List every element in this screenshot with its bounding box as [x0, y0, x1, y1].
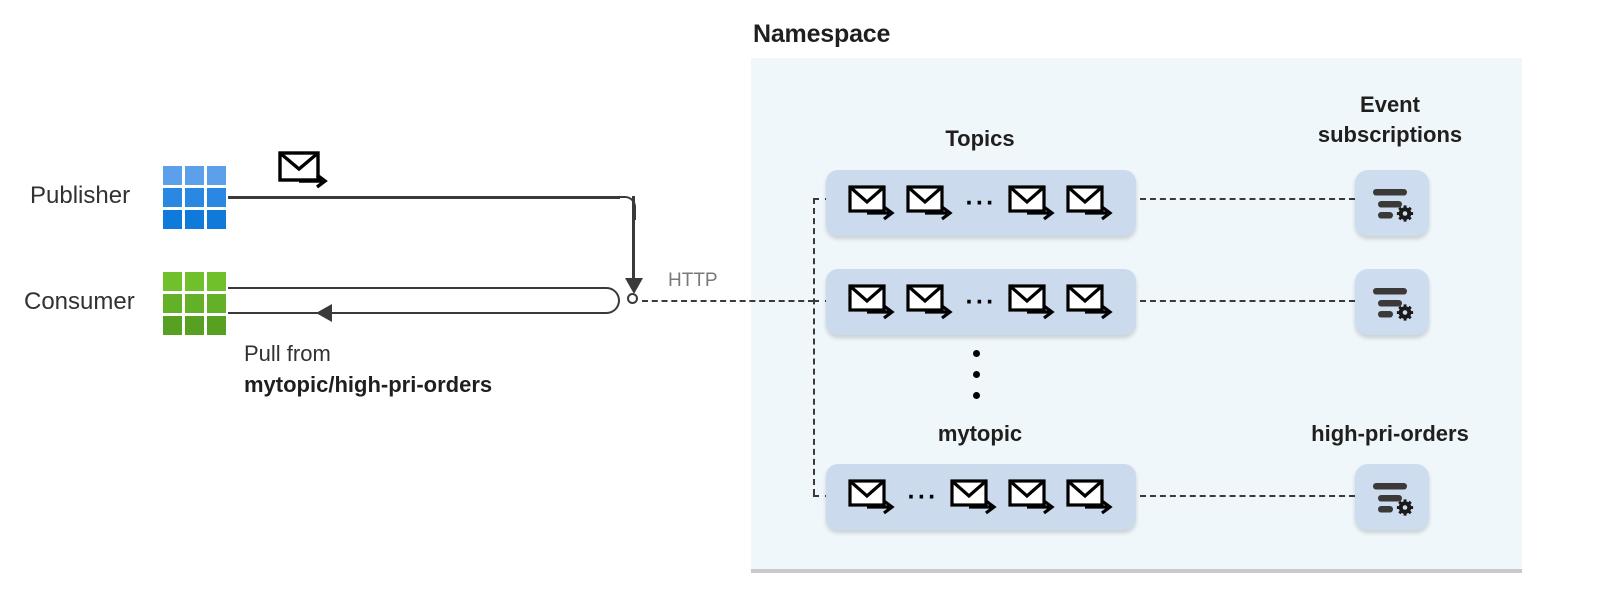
envelope-send-icon	[1008, 184, 1056, 220]
envelope-send-icon	[950, 478, 998, 514]
grid-cell	[207, 316, 226, 335]
event-subscription-box[interactable]	[1355, 464, 1429, 530]
grid-cell	[207, 188, 226, 207]
subscription-connector-2	[1140, 300, 1355, 302]
http-dashed-connector	[642, 300, 814, 302]
filter-gear-icon	[1373, 189, 1414, 222]
event-subscriptions-header-line1: Event	[1360, 92, 1420, 117]
ellipsis-dot	[972, 350, 980, 357]
topic-branch-3	[813, 495, 831, 497]
topic-box[interactable]: ···	[826, 269, 1136, 335]
inline-ellipsis: ···	[907, 482, 939, 511]
envelope-send-icon	[1008, 283, 1056, 319]
grid-cell	[207, 294, 226, 313]
subscription-connector-3	[1140, 495, 1355, 497]
ellipsis-dot	[972, 392, 980, 399]
envelope-send-icon	[1008, 478, 1056, 514]
publisher-connector-corner	[612, 196, 636, 220]
event-subscriptions-column-header: Event subscriptions	[1280, 90, 1500, 151]
grid-cell	[185, 188, 204, 207]
ellipsis-dot	[972, 371, 980, 378]
grid-cell	[163, 166, 182, 185]
publisher-connector-vertical	[632, 196, 635, 280]
envelope-send-icon	[1066, 283, 1114, 319]
subscription-name-label: high-pri-orders	[1311, 421, 1469, 446]
consumer-pull-loop	[228, 287, 620, 314]
http-protocol-label: HTTP	[668, 270, 718, 291]
grid-cell	[207, 210, 226, 229]
subscription-connector-1	[1140, 198, 1355, 200]
endpoint-circle-icon	[627, 293, 638, 304]
inline-ellipsis: ···	[965, 188, 997, 217]
envelope-send-icon	[1066, 478, 1114, 514]
pull-caption: Pull from mytopic/high-pri-orders	[244, 338, 492, 400]
grid-cell	[207, 166, 226, 185]
grid-cell	[185, 166, 204, 185]
filter-gear-icon	[1373, 288, 1414, 321]
filter-gear-icon	[1373, 483, 1414, 516]
namespace-title: Namespace	[753, 20, 891, 48]
grid-cell	[185, 316, 204, 335]
envelope-send-icon	[905, 283, 953, 319]
grid-cell	[185, 272, 204, 291]
envelope-send-icon	[1066, 184, 1114, 220]
grid-cell	[185, 294, 204, 313]
event-subscriptions-header-line2: subscriptions	[1317, 122, 1463, 148]
envelope-send-icon	[905, 184, 953, 220]
publisher-arrowhead-icon	[625, 278, 643, 294]
consumer-label: Consumer	[24, 288, 135, 315]
grid-cell	[207, 272, 226, 291]
topic-branch-2	[813, 300, 831, 302]
grid-cell	[163, 210, 182, 229]
topic-fanout-trunk	[813, 198, 815, 495]
envelope-send-icon	[847, 478, 895, 514]
grid-cell	[163, 188, 182, 207]
topic-box[interactable]: ···	[826, 464, 1136, 530]
grid-cell	[163, 316, 182, 335]
topic-branch-1	[813, 198, 831, 200]
envelope-send-icon	[278, 150, 328, 195]
event-subscription-box[interactable]	[1355, 170, 1429, 236]
pull-caption-line1: Pull from	[244, 341, 331, 366]
grid-cell	[185, 210, 204, 229]
grid-3x3-blue-icon	[163, 166, 226, 229]
publisher-connector-horizontal	[228, 196, 620, 199]
vertical-ellipsis	[971, 350, 981, 399]
topic-name-label: mytopic	[937, 421, 1023, 446]
publisher-label: Publisher	[30, 182, 131, 209]
envelope-send-icon	[847, 184, 895, 220]
grid-cell	[163, 272, 182, 291]
grid-3x3-green-icon	[163, 272, 226, 335]
pull-caption-line2: mytopic/high-pri-orders	[244, 372, 493, 398]
topics-column-header: Topics	[945, 126, 1015, 151]
event-subscription-box[interactable]	[1355, 269, 1429, 335]
envelope-send-icon	[847, 283, 895, 319]
consumer-arrowhead-icon	[316, 304, 332, 322]
topic-box[interactable]: ···	[826, 170, 1136, 236]
inline-ellipsis: ···	[965, 287, 997, 316]
grid-cell	[163, 294, 182, 313]
